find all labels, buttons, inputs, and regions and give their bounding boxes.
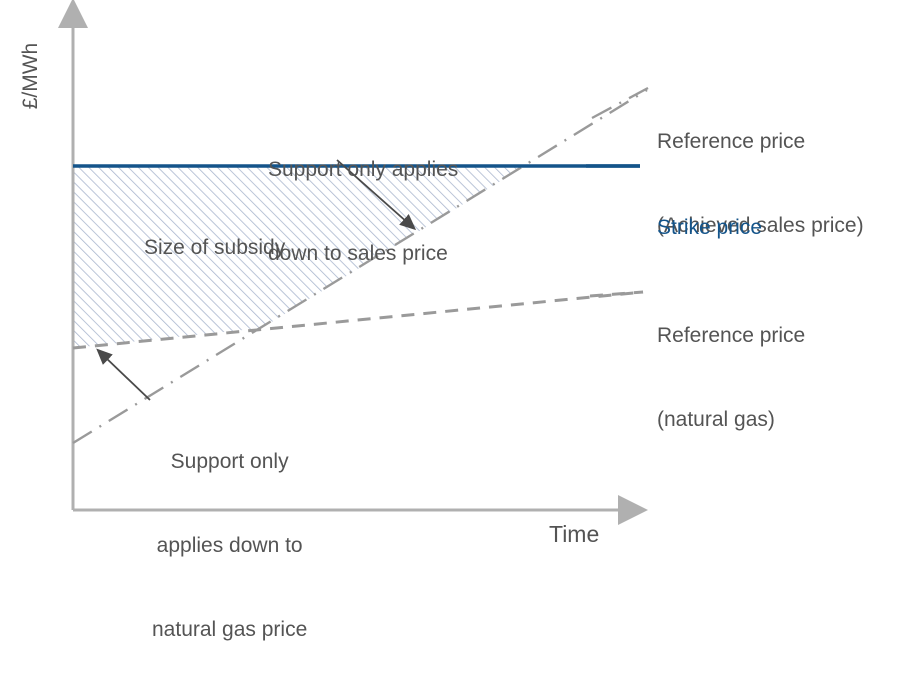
legend-label-natural-gas: Reference price (natural gas) xyxy=(657,266,805,490)
legend-sales-line-2: (Achieved sales price) xyxy=(657,214,864,237)
legend-strike-line-1: Strike price xyxy=(657,216,763,239)
annotation-gas-line-3: natural gas price xyxy=(152,618,308,641)
annotation-sales-line-1: Support only applies xyxy=(268,158,459,181)
annotation-arrow-sales xyxy=(336,159,417,231)
annotation-arrow-natural-gas xyxy=(96,348,151,401)
annotation-sales-price: Support only applies down to sales price xyxy=(268,100,458,324)
legend-gas-line-2: (natural gas) xyxy=(657,408,775,431)
legend-sales-line-1: Reference price xyxy=(657,130,806,153)
annotation-natural-gas-price: Support only applies down to natural gas… xyxy=(152,392,307,700)
y-axis-label: £/MWh xyxy=(19,42,42,110)
subsidy-region xyxy=(73,166,525,348)
legend-gas-line-1: Reference price xyxy=(657,324,806,347)
subsidy-chart: £/MWh Time Size of subsidy Support only … xyxy=(19,0,864,641)
legend-label-strike-price: Strike price xyxy=(657,158,762,298)
reference-price-natural-gas-line xyxy=(72,290,644,350)
subsidy-region-label: Size of subsidy xyxy=(144,236,286,259)
chart-canvas xyxy=(58,0,649,525)
legend-sample-gas-line xyxy=(589,290,644,298)
legend-label-sales-price: Reference price (Achieved sales price) xyxy=(657,72,864,296)
reference-price-sales-line xyxy=(72,88,648,445)
x-axis-label: Time xyxy=(549,521,600,547)
annotation-gas-line-2: applies down to xyxy=(156,534,303,557)
annotation-sales-line-2: down to sales price xyxy=(268,242,448,265)
legend-sample-sales-line xyxy=(591,86,649,120)
annotation-gas-line-1: Support only xyxy=(170,450,289,473)
